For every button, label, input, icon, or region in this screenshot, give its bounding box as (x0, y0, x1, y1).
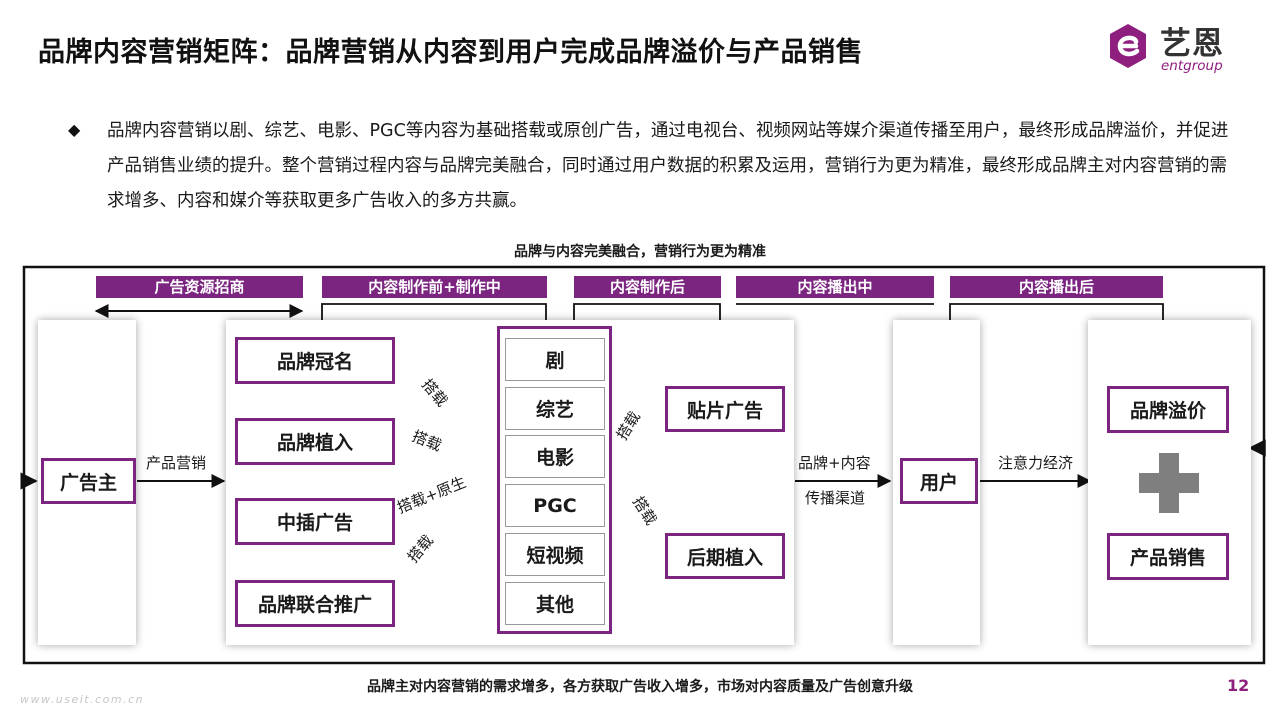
advertiser-arrow-label: 产品营销 (146, 454, 207, 472)
post-form-post-placement: 后期植入 (665, 533, 785, 579)
plus-icon-bar (1139, 473, 1199, 493)
diagram-bottom-caption: 品牌主对内容营销的需求增多，各方获取广告收入增多，市场对内容质量及广告创意升级 (367, 679, 913, 695)
entgroup-logo-icon (1110, 24, 1146, 68)
phase-after-airing: 内容播出后 (950, 276, 1163, 298)
content-type-drama: 剧 (505, 338, 605, 381)
channel-label-line1: 品牌+内容 (798, 454, 871, 472)
brand-form-placement: 品牌植入 (235, 418, 395, 465)
watermark: www.useit.com.cn (20, 693, 145, 706)
logo-text-cn: 艺恩 (1160, 26, 1224, 62)
diagram-top-caption: 品牌与内容完美融合，营销行为更为精准 (514, 244, 766, 260)
content-type-pgc: PGC (505, 484, 605, 527)
logo-text-en: entgroup (1161, 58, 1223, 74)
outcome-product-sales: 产品销售 (1107, 533, 1229, 580)
advertiser-box: 广告主 (41, 458, 136, 504)
page-number: 12 (1227, 676, 1250, 695)
bullet-diamond-icon: ◆ (68, 120, 81, 139)
post-form-pre-roll: 贴片广告 (665, 386, 785, 432)
phase-airing: 内容播出中 (736, 276, 934, 298)
phase-ad-sales: 广告资源招商 (96, 276, 303, 298)
content-type-film: 电影 (505, 435, 605, 478)
brand-form-title-sponsor: 品牌冠名 (235, 337, 395, 384)
bullet-paragraph: 品牌内容营销以剧、综艺、电影、PGC等内容为基础搭载或原创广告，通过电视台、视频… (107, 121, 1229, 211)
brand-form-mid-roll: 中插广告 (235, 498, 395, 545)
content-type-short-video: 短视频 (505, 533, 605, 576)
outcome-brand-premium: 品牌溢价 (1107, 386, 1229, 433)
content-type-variety: 综艺 (505, 387, 605, 430)
content-type-other: 其他 (505, 582, 605, 625)
phase-post-production: 内容制作后 (574, 276, 721, 298)
brand-form-co-promotion: 品牌联合推广 (235, 580, 395, 627)
user-box: 用户 (900, 458, 978, 504)
phase-pre-production: 内容制作前+制作中 (322, 276, 547, 298)
page-title: 品牌内容营销矩阵：品牌营销从内容到用户完成品牌溢价与产品销售 (38, 37, 863, 68)
attention-economy-label: 注意力经济 (998, 454, 1074, 472)
channel-label-line2: 传播渠道 (805, 489, 866, 507)
